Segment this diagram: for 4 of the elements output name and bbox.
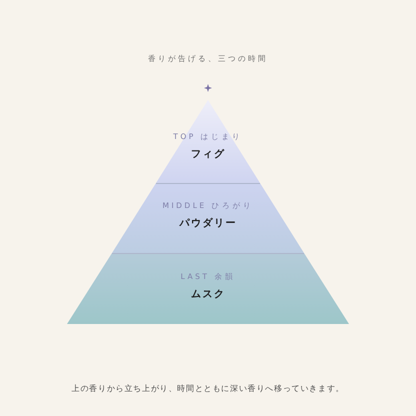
note-name: フィグ xyxy=(190,148,226,161)
caption: 上の香りから立ち上がり、時間とともに深い香りへ移っていきます。 xyxy=(72,384,344,393)
note-name: ムスク xyxy=(190,288,226,301)
note-name: パウダリー xyxy=(179,216,237,230)
